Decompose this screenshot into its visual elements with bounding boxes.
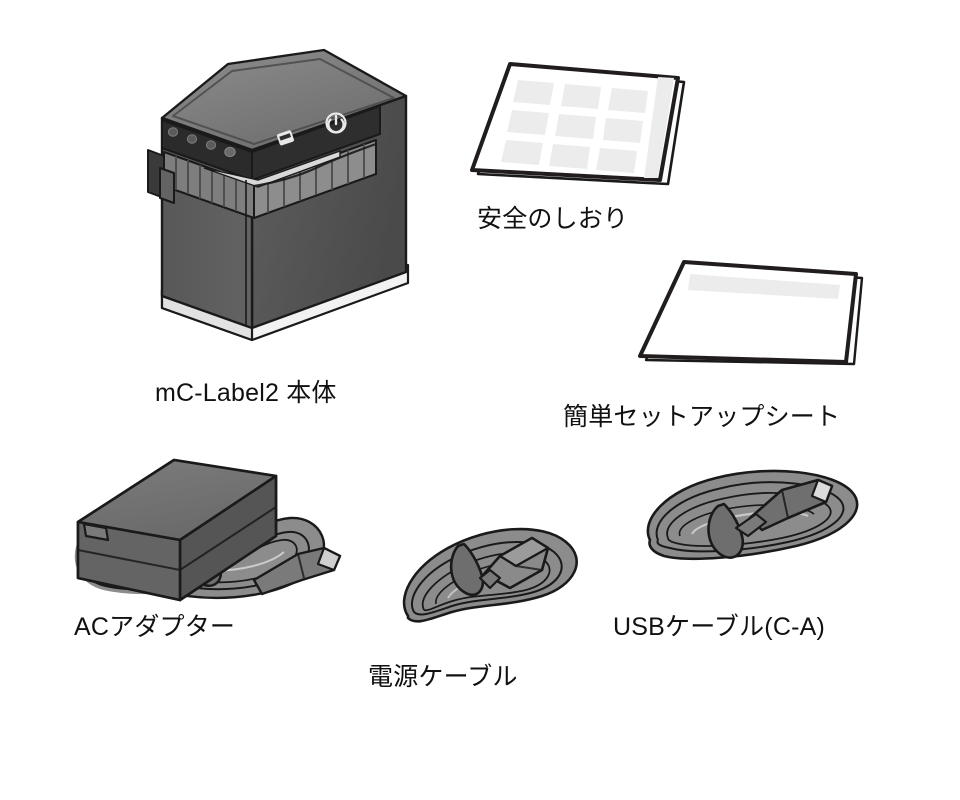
sheet-header-band (688, 274, 840, 299)
power-button-icon[interactable] (325, 112, 347, 134)
usb-c-connector (734, 478, 834, 538)
adapter-barrel-plug (252, 546, 342, 596)
adapter-strain-relief (82, 522, 110, 542)
power-cable-tie (449, 542, 485, 597)
item-safety-booklet: 安全のしおり (462, 52, 692, 233)
adapter-brick-seam (77, 506, 277, 572)
setup-sheet-icon (638, 260, 864, 366)
item-printer: mC-Label2 本体 (140, 40, 410, 407)
power-cable-icon (402, 527, 578, 623)
power-cable-connector (478, 536, 550, 590)
paper-exit-teeth (163, 139, 377, 219)
caption-setup-sheet: 簡単セットアップシート (563, 403, 841, 431)
ac-adapter-icon (74, 458, 342, 602)
printer-indicator-leds (167, 127, 236, 158)
item-usb-cable: USBケーブル(C-A) (613, 462, 867, 641)
booklet-spine-band (644, 77, 674, 178)
item-power-cable: 電源ケーブル (368, 512, 587, 691)
printer-control-panel-side (251, 105, 381, 181)
item-ac-adapter: ACアダプター (62, 452, 362, 641)
paper-slot (203, 150, 341, 188)
usb-strain-relief (734, 512, 768, 538)
printer-cover-edge (253, 142, 377, 188)
adapter-brick (76, 458, 278, 602)
safety-booklet-icon (470, 62, 686, 186)
usb-cable-tie (707, 502, 745, 559)
caption-ac-adapter: ACアダプター (74, 613, 236, 641)
caption-printer: mC-Label2 本体 (155, 379, 337, 407)
caption-power-cable: 電源ケーブル (368, 663, 518, 691)
cover-latch-tab[interactable] (147, 149, 175, 204)
label-printer-icon (147, 48, 410, 342)
usb-cable-icon (646, 469, 859, 561)
booklet-content-grid (501, 80, 648, 173)
caption-usb-cable: USBケーブル(C-A) (613, 613, 826, 641)
item-setup-sheet: 簡単セットアップシート (563, 252, 882, 431)
caption-safety-booklet: 安全のしおり (477, 205, 629, 233)
feed-button-icon[interactable] (276, 130, 294, 146)
sheet-front-page (638, 260, 858, 364)
printer-top-lid-seam (172, 58, 395, 145)
